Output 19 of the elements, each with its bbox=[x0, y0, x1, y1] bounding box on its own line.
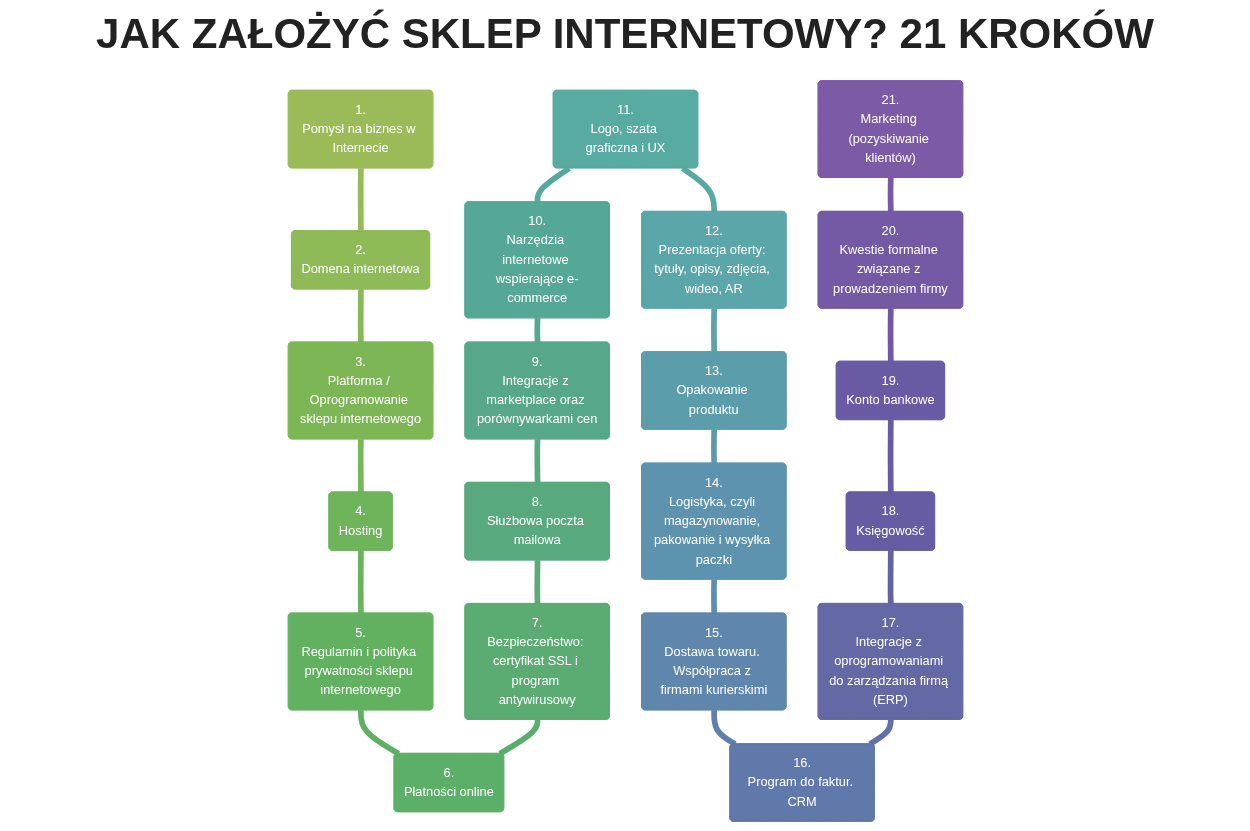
connector bbox=[497, 718, 540, 757]
connector bbox=[357, 438, 364, 493]
connector bbox=[357, 710, 400, 757]
connector bbox=[710, 429, 717, 465]
connector bbox=[357, 550, 364, 614]
title: JAK ZAŁOŻYĆ SKLEP INTERNETOWY? 21 KROKÓW bbox=[95, 8, 1155, 59]
connector bbox=[357, 168, 364, 231]
connector bbox=[887, 308, 894, 362]
connector bbox=[533, 438, 540, 483]
connector bbox=[710, 578, 717, 614]
connector bbox=[710, 710, 737, 747]
connector bbox=[357, 289, 364, 344]
connector bbox=[867, 718, 894, 747]
connector bbox=[887, 420, 894, 493]
connector bbox=[887, 177, 894, 212]
connector bbox=[533, 317, 540, 344]
connector bbox=[533, 560, 540, 605]
connector bbox=[887, 550, 894, 605]
connector bbox=[710, 308, 717, 353]
